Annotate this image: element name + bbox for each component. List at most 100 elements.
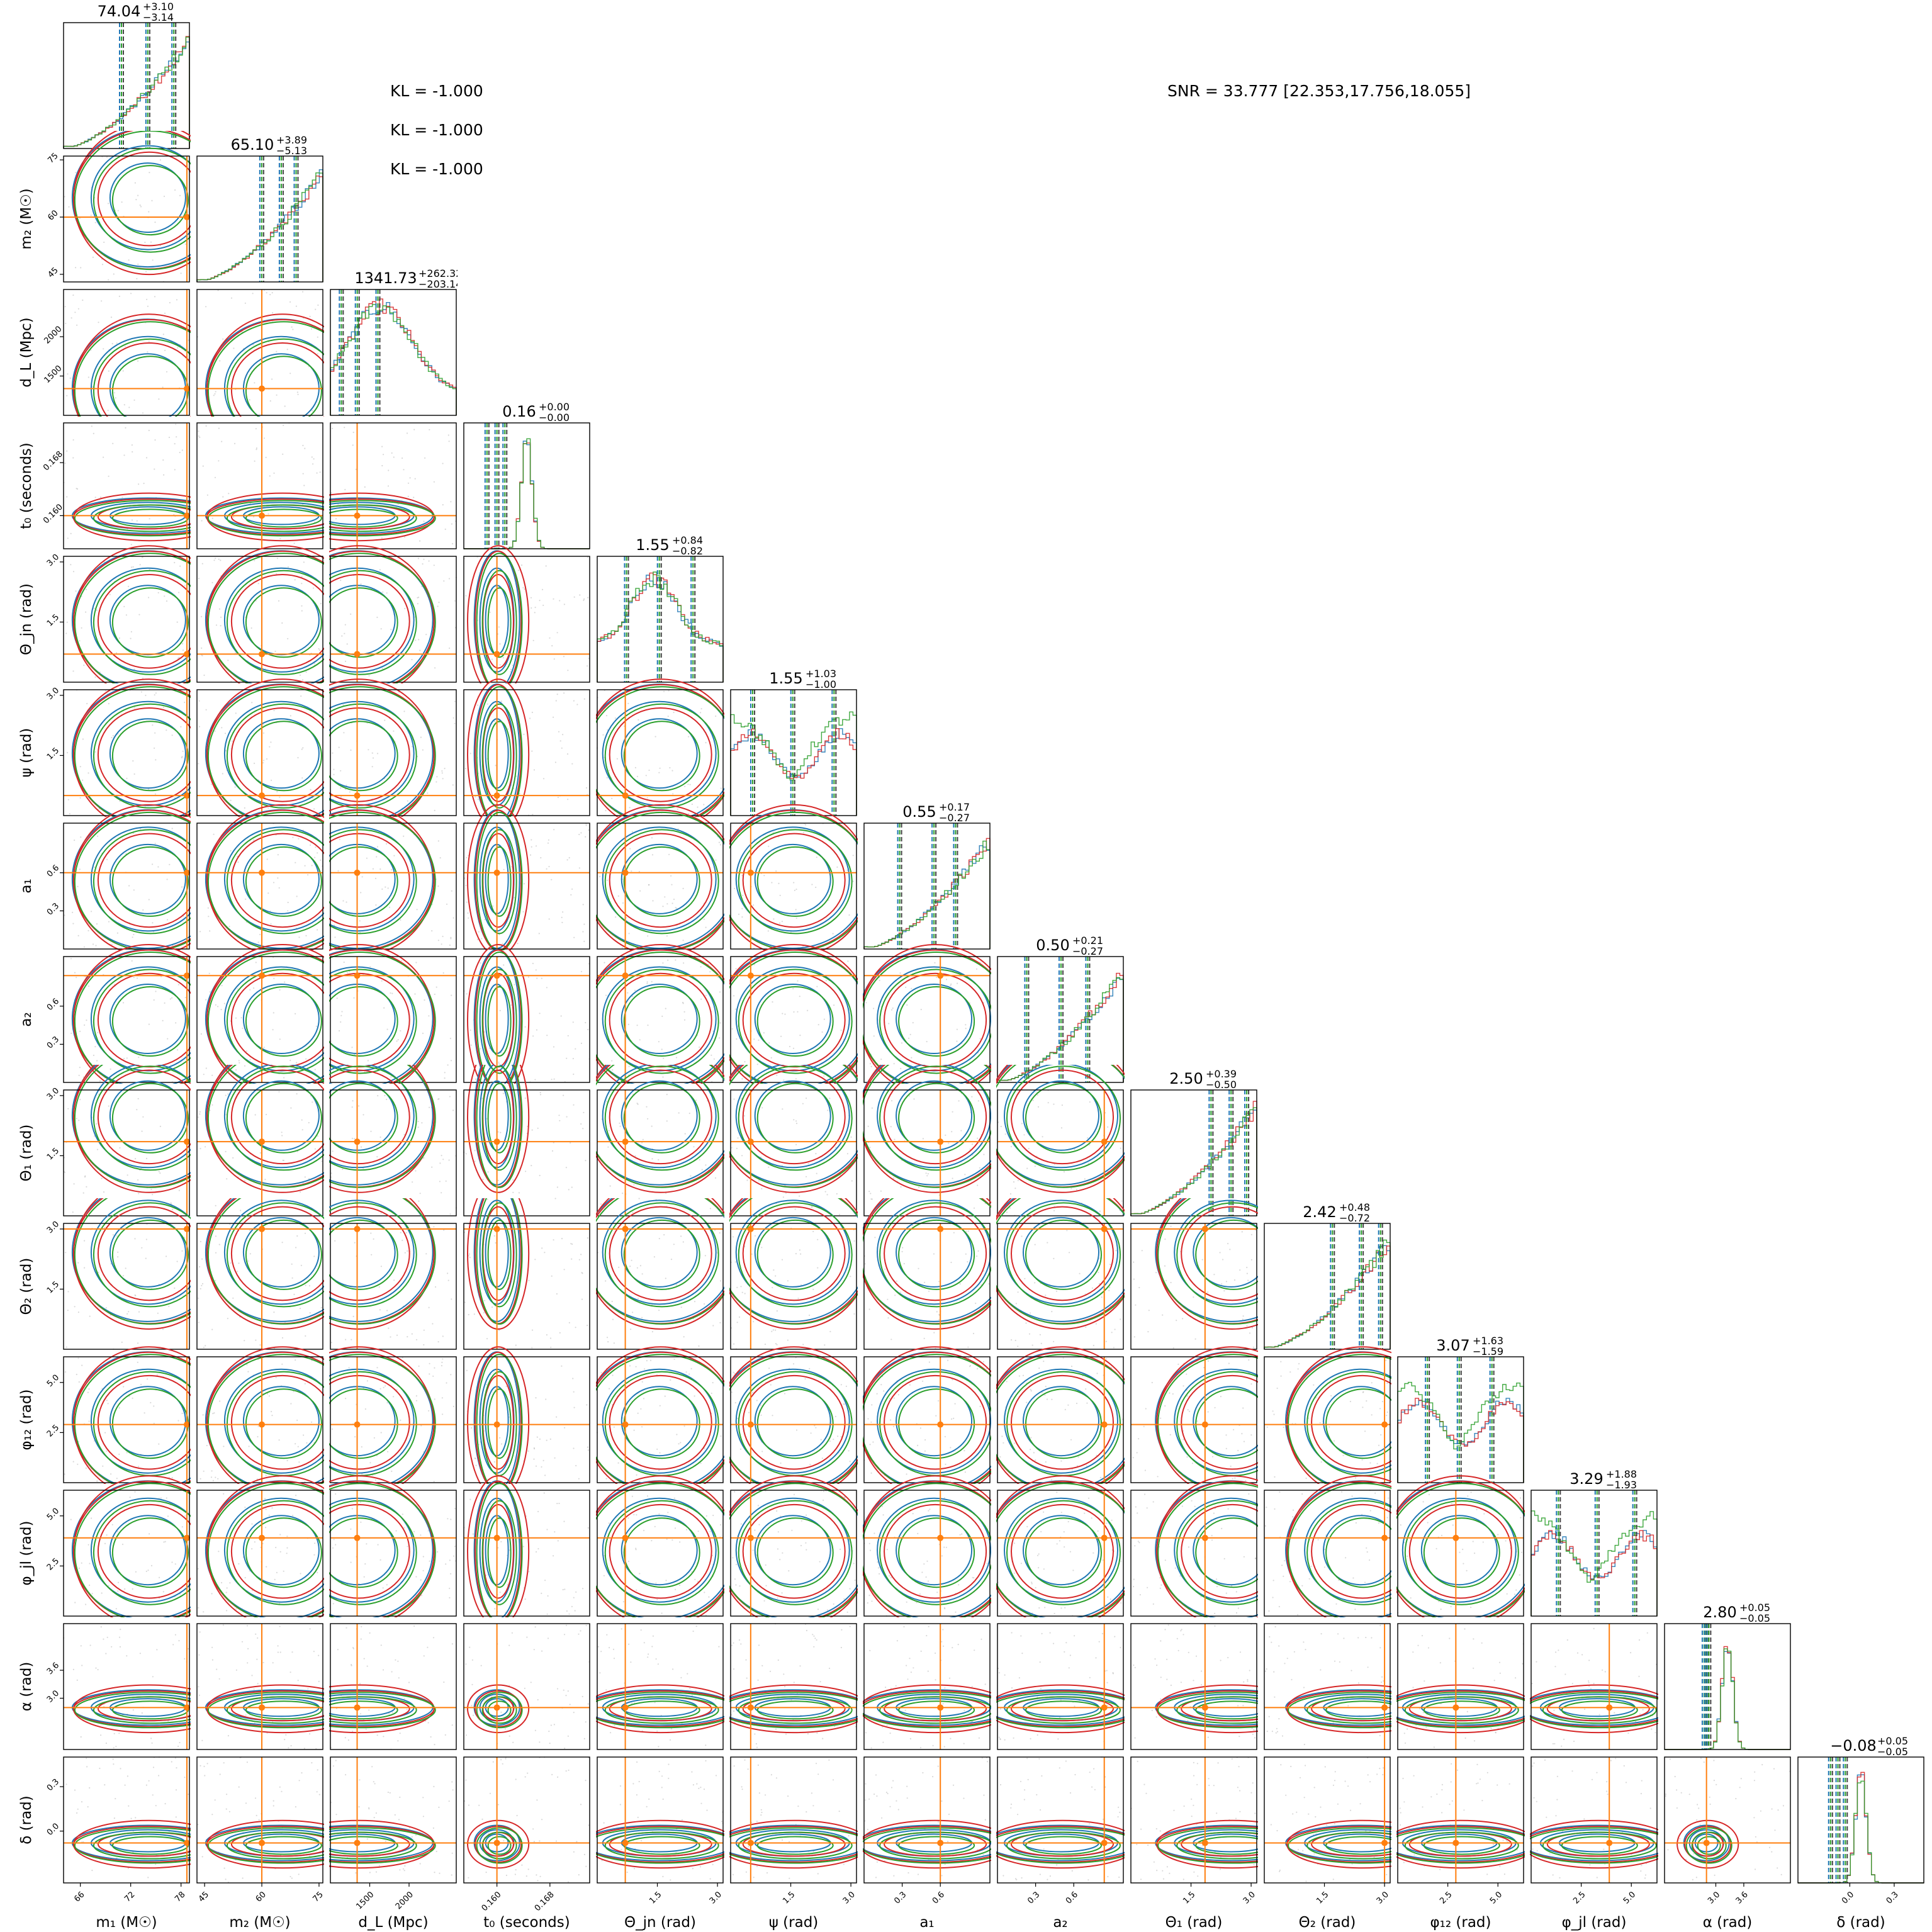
sample-point [249, 1570, 250, 1572]
sample-point [1148, 1310, 1150, 1311]
sample-point [670, 1259, 673, 1261]
sample-point [1063, 1531, 1065, 1533]
contour-series-1 [206, 1065, 324, 1193]
sample-point [448, 1159, 450, 1161]
contour-series-0 [242, 1515, 320, 1586]
sample-point [321, 1160, 323, 1162]
sample-point [776, 1310, 778, 1312]
sample-point [795, 1120, 797, 1122]
sample-point [651, 1158, 653, 1160]
sample-point [1070, 1188, 1072, 1189]
contour-series-2 [898, 1082, 975, 1154]
contour-panel-8-0 [63, 1065, 191, 1216]
sample-point [295, 1443, 296, 1445]
contour-series-2 [1025, 1219, 1102, 1290]
sample-point [912, 1022, 914, 1024]
contour-series-1 [596, 944, 724, 1084]
sample-point [279, 1551, 281, 1553]
sample-point [108, 279, 110, 281]
contour-panel-4-2 [329, 545, 457, 683]
contour-series-1 [97, 1503, 191, 1599]
panel-frame [330, 1356, 457, 1483]
sample-point [181, 756, 183, 758]
sample-point [112, 734, 114, 737]
sample-point [566, 753, 569, 755]
histogram-title: 3.07+1.63−1.59 [1436, 1335, 1503, 1357]
sample-point [805, 824, 807, 826]
sample-point [709, 1530, 711, 1532]
sample-point [443, 580, 445, 582]
sample-point [275, 1546, 277, 1549]
sample-point [249, 989, 251, 991]
sample-point [751, 1253, 753, 1255]
sample-point [581, 1588, 584, 1590]
contour-series-2 [329, 811, 436, 950]
sample-point [548, 865, 550, 868]
contour-series-2 [329, 1065, 436, 1188]
sample-point [198, 700, 200, 702]
sample-point [77, 1311, 79, 1313]
sample-point [549, 1337, 552, 1339]
sample-point [1381, 1401, 1383, 1403]
sample-point [164, 595, 166, 597]
sample-point [175, 424, 177, 425]
contour-series-1 [729, 809, 858, 950]
sample-point [953, 1417, 955, 1419]
sample-point [482, 1179, 484, 1181]
sample-point [148, 788, 150, 790]
sample-point [666, 1538, 668, 1540]
sample-point [539, 600, 541, 602]
sample-point [169, 998, 171, 1000]
sample-point [319, 885, 321, 887]
sample-point [1000, 1125, 1002, 1128]
contour-series-1 [467, 1475, 530, 1617]
sample-point [686, 1529, 688, 1530]
sample-point [332, 1150, 334, 1152]
sample-point [781, 1259, 783, 1261]
sample-point [627, 992, 629, 994]
sample-point [1207, 1411, 1209, 1413]
sample-point [734, 1491, 736, 1493]
sample-point [140, 828, 142, 830]
y-axis-label: t₀ (seconds) [18, 442, 35, 529]
sample-point [344, 427, 345, 429]
sample-point [376, 616, 378, 619]
sample-point [682, 1241, 684, 1243]
truth-marker [622, 972, 629, 979]
sample-point [211, 1104, 213, 1106]
sample-point [317, 1135, 319, 1137]
sample-point [700, 712, 702, 714]
sample-point [1194, 1505, 1196, 1507]
sample-point [1084, 1512, 1086, 1514]
sample-point [829, 1330, 831, 1332]
sample-point [70, 958, 72, 960]
contour-series-2 [329, 829, 417, 935]
sample-point [306, 1442, 308, 1444]
truth-marker [493, 792, 500, 799]
contour-series-2 [487, 1517, 512, 1588]
sample-point [284, 405, 286, 407]
sample-point [198, 1297, 199, 1299]
sample-point [1239, 1269, 1241, 1271]
truth-marker [1101, 1534, 1108, 1541]
sample-point [587, 1446, 588, 1448]
sample-point [1272, 1597, 1274, 1598]
contour-series-2 [1157, 1198, 1258, 1325]
sample-point [1034, 1244, 1036, 1245]
contour-series-2 [93, 1500, 191, 1605]
sample-point [845, 1385, 847, 1387]
sample-point [531, 1347, 533, 1349]
sample-point [449, 1597, 451, 1598]
panel-frame [330, 289, 457, 416]
sample-point [535, 845, 537, 847]
sample-point [754, 1529, 756, 1531]
sample-point [950, 1261, 952, 1264]
sample-point [943, 1497, 945, 1499]
sample-point [111, 736, 113, 739]
sample-point [76, 488, 77, 490]
sample-point [251, 702, 253, 704]
sample-point [600, 1203, 602, 1205]
sample-point [162, 706, 164, 708]
sample-point [451, 994, 452, 996]
sample-point [867, 1418, 869, 1420]
